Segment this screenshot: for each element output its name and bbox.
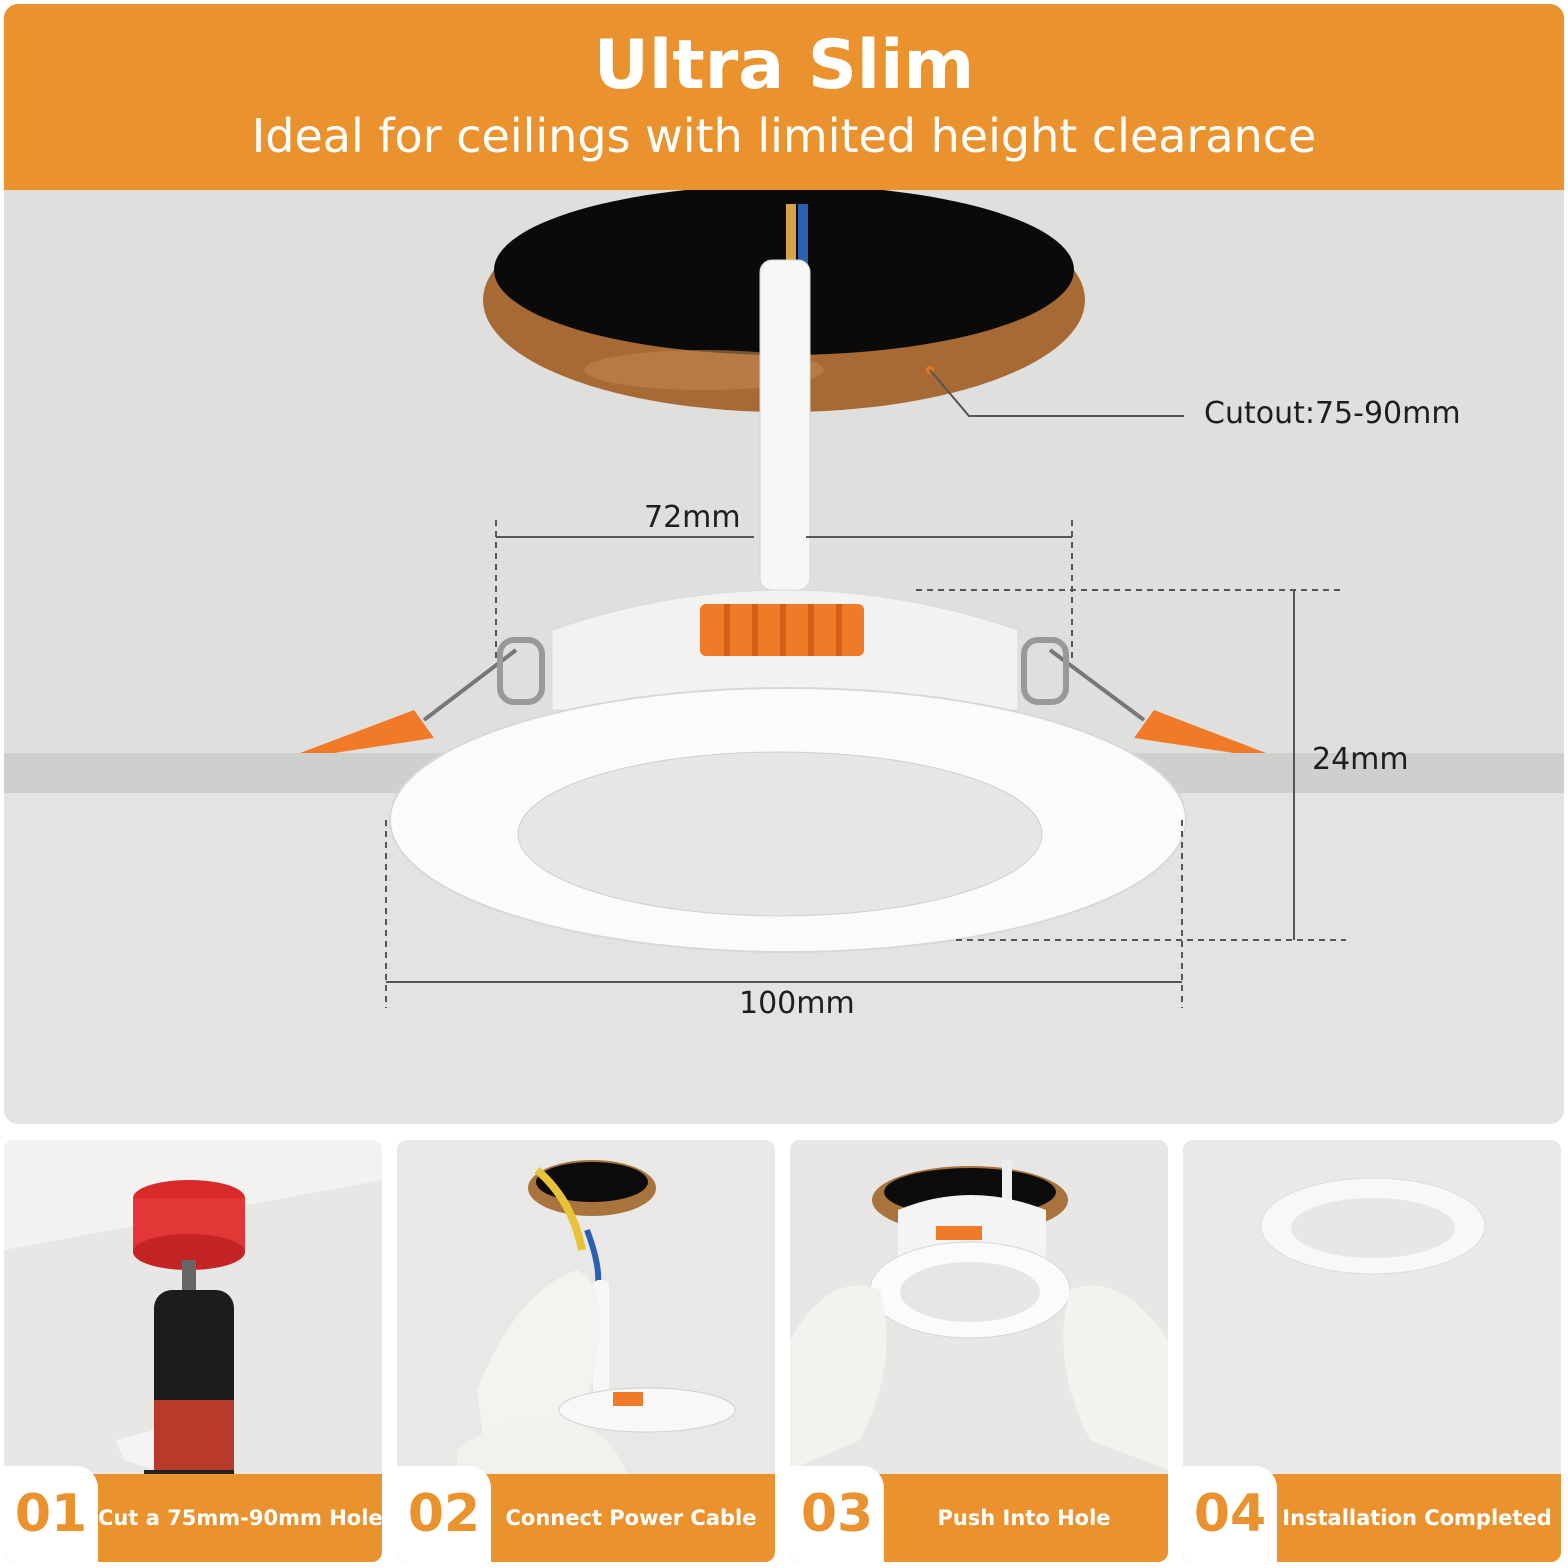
page-title: Ultra Slim <box>593 26 975 105</box>
power-cable <box>759 259 811 591</box>
step-label: Connect Power Cable <box>505 1506 757 1530</box>
step-number: 04 <box>1183 1466 1277 1562</box>
right-spring-clip <box>1021 637 1266 753</box>
step-connect-cable-card: 02 Connect Power Cable <box>397 1140 775 1562</box>
outer-width-label: 100mm <box>739 986 855 1021</box>
step-label: Push Into Hole <box>937 1506 1111 1530</box>
step-label: Installation Completed <box>1282 1506 1552 1530</box>
step-completed-card: 04 Installation Completed <box>1183 1140 1561 1562</box>
step-cut-hole-card: 01 Cut a 75mm-90mm Hole <box>4 1140 382 1562</box>
inner-width-label: 72mm <box>644 500 741 535</box>
height-label: 24mm <box>1312 742 1409 777</box>
step-label: Cut a 75mm-90mm Hole <box>98 1506 382 1530</box>
page-subtitle: Ideal for ceilings with limited height c… <box>251 109 1317 163</box>
cutout-dimension-label: Cutout:75-90mm <box>1204 396 1461 431</box>
blue-wire <box>798 204 808 284</box>
step-push-hole-card: 03 Push Into Hole <box>790 1140 1168 1562</box>
step-number: 02 <box>397 1466 491 1562</box>
header-banner: Ultra Slim Ideal for ceilings with limit… <box>4 4 1564 190</box>
brown-wire <box>786 204 796 284</box>
downlight-diffuser <box>517 751 1043 917</box>
downlight-illustration <box>4 190 1564 1124</box>
dimension-lines <box>385 520 1346 1008</box>
product-dimension-diagram: Cutout:75-90mm 72mm 24mm 100mm <box>4 190 1564 1124</box>
step-number: 03 <box>790 1466 884 1562</box>
left-spring-clip <box>300 637 545 753</box>
step-number: 01 <box>4 1466 98 1562</box>
